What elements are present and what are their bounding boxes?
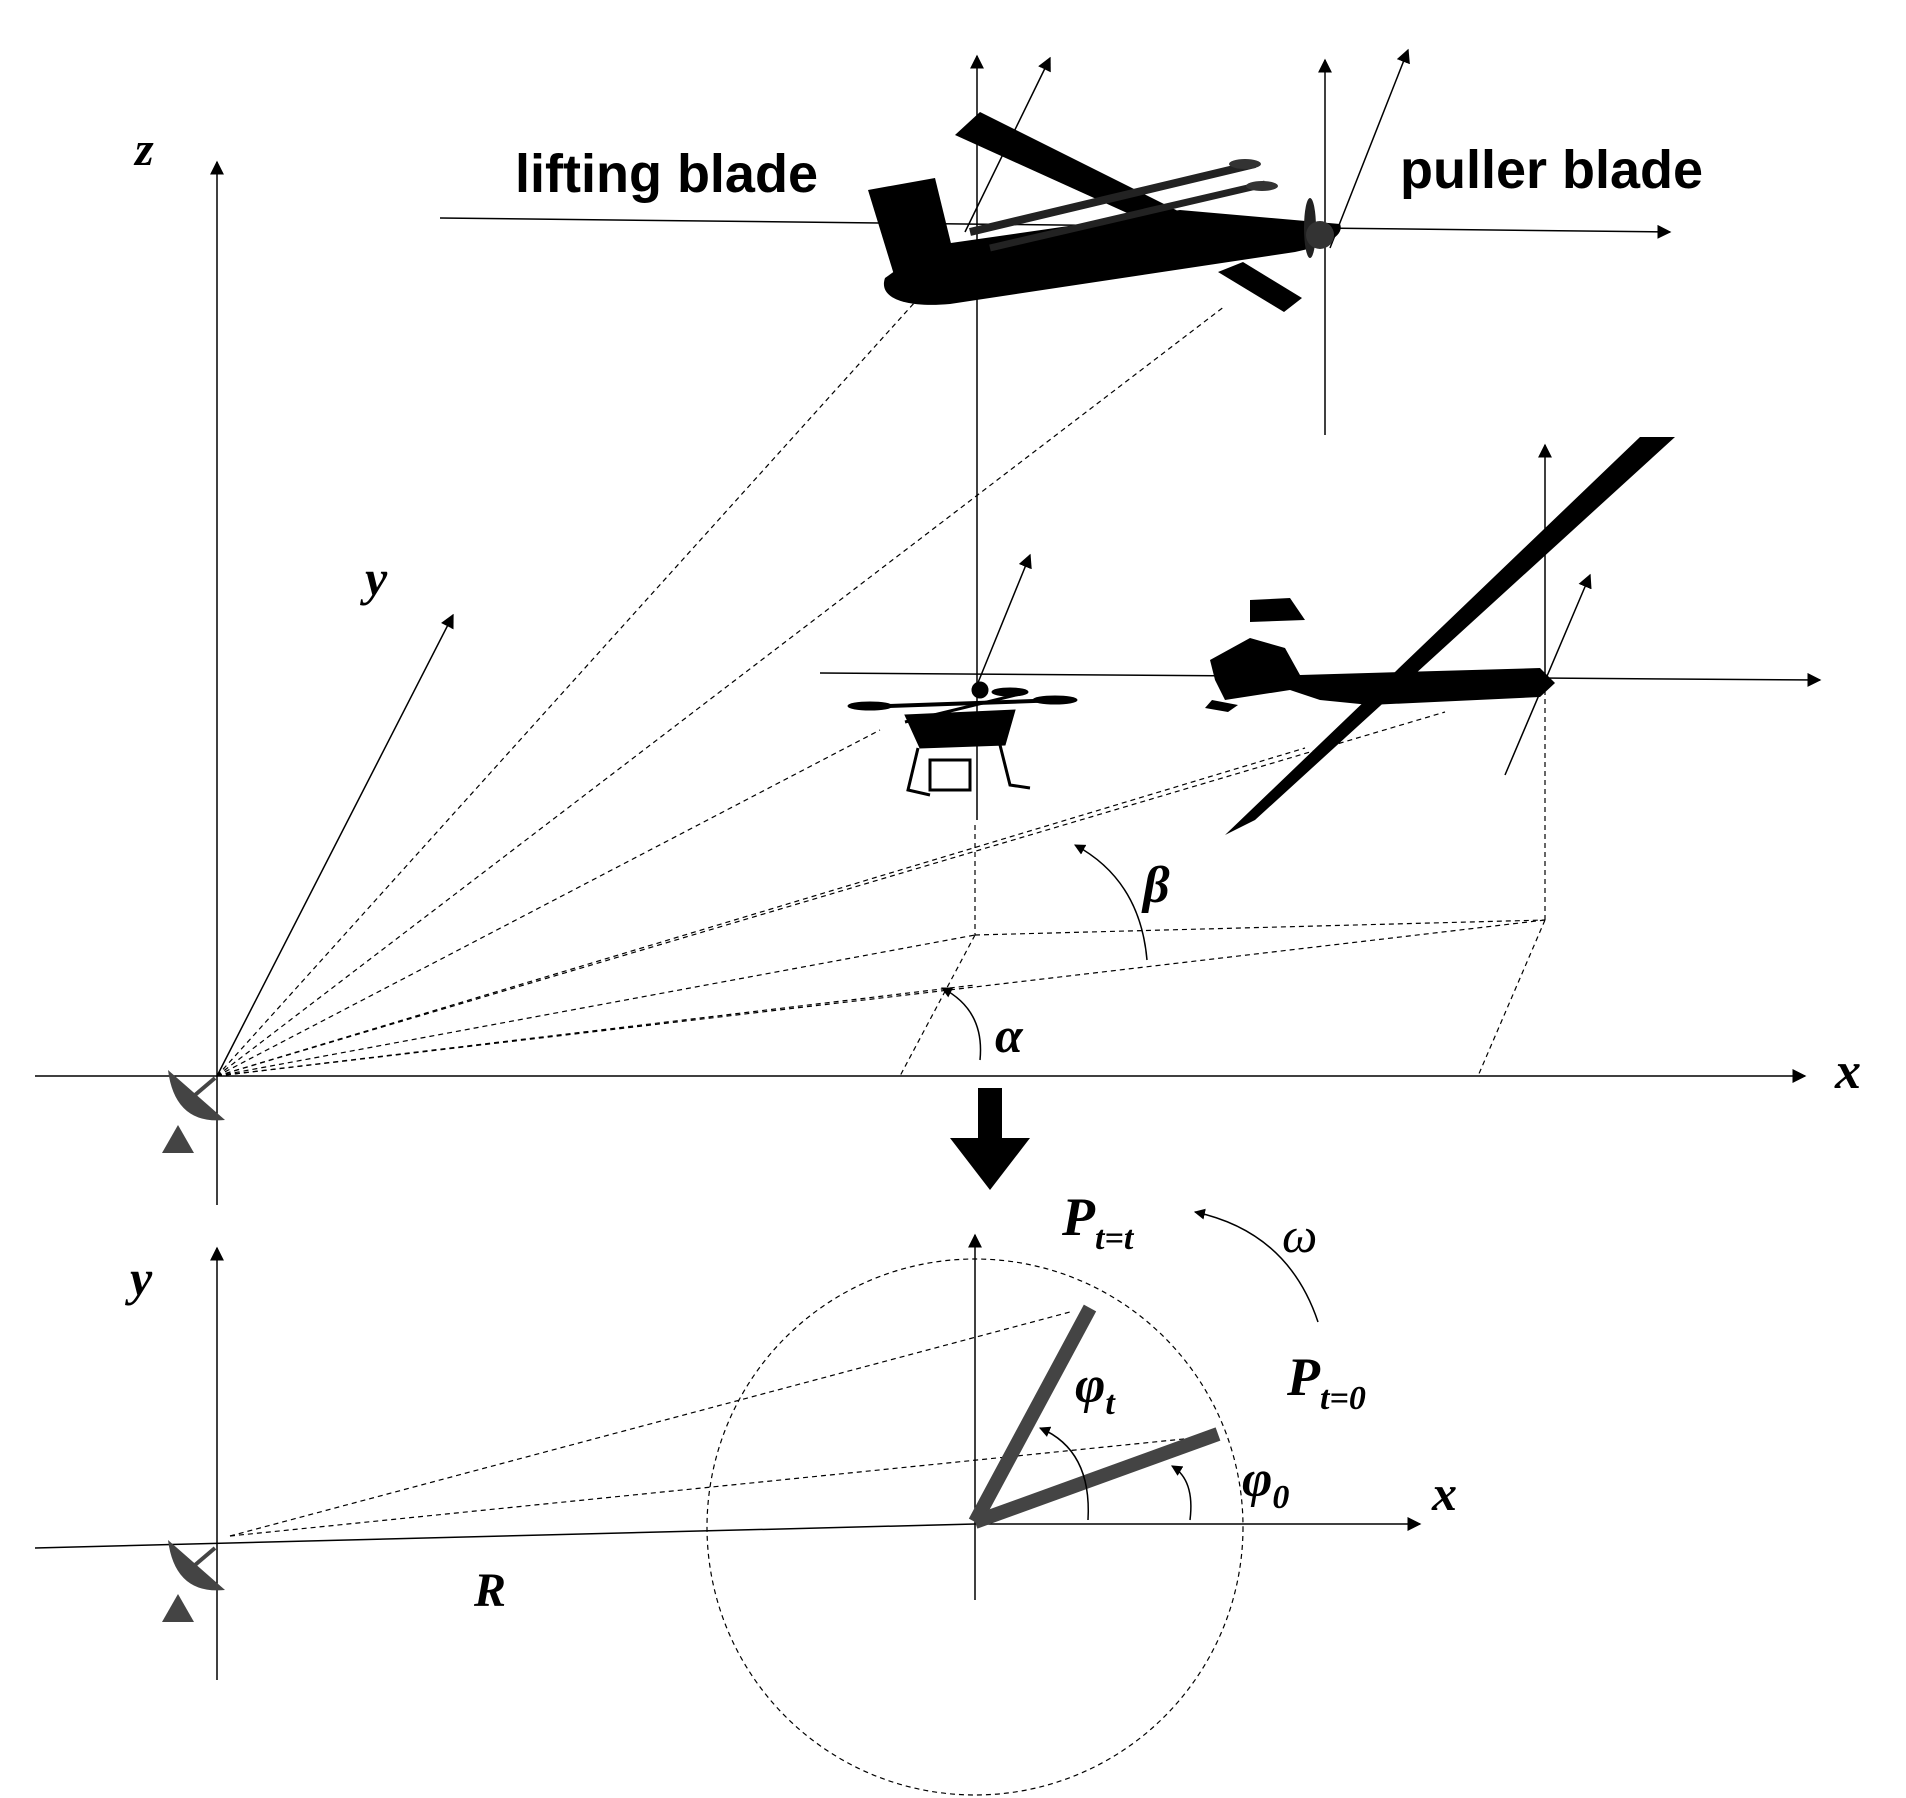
phi-t-arc	[1038, 1426, 1090, 1521]
omega-arc	[1193, 1208, 1319, 1323]
p-tt-label: Pt=t	[1061, 1187, 1135, 1257]
beta-arc	[1074, 844, 1148, 961]
z-axis-label: z	[133, 123, 154, 176]
lifting-blade-label: lifting blade	[515, 144, 818, 204]
quadcopter-drone-icon	[847, 681, 1078, 797]
phi-0-arc	[1171, 1465, 1192, 1521]
bottom-2d-view: y x R φt φ0 ω Pt=t Pt=0	[34, 1187, 1457, 1796]
y-axis-label-bottom: y	[125, 1250, 153, 1306]
radar-dish-icon	[162, 1540, 225, 1622]
fixed-wing-plane-icon	[1205, 437, 1675, 835]
quadcopter-tilt-axis	[974, 553, 1032, 691]
x-axis-label-top: x	[1834, 1043, 1861, 1100]
fixed-wing-vtol-drone-icon	[868, 112, 1341, 312]
p-t0-label: Pt=0	[1286, 1347, 1366, 1417]
phi-t-label: φt	[1075, 1357, 1116, 1422]
radius-label: R	[473, 1564, 506, 1617]
omega-label: ω	[1282, 1207, 1317, 1263]
y-axis-top	[216, 613, 454, 1077]
fixed-wing-tilt-axis	[1504, 573, 1592, 776]
blade-position-0	[972, 1427, 1221, 1529]
x-axis-label-bottom: x	[1431, 1465, 1457, 1521]
blade-position-t	[968, 1304, 1097, 1526]
sight-lines-top	[216, 301, 1546, 1077]
rotation-circle	[706, 1258, 1244, 1796]
y-axis-label-top: y	[360, 550, 388, 606]
sight-lines-bottom	[229, 1311, 1214, 1537]
down-arrow-icon	[950, 1088, 1030, 1190]
top-3d-view: z y x α β	[35, 48, 1861, 1205]
beta-label: β	[1141, 857, 1170, 914]
phi-0-label: φ0	[1242, 1451, 1289, 1516]
puller-blade-label: puller blade	[1400, 140, 1703, 200]
puller-rotor-tilt-axis	[1329, 48, 1410, 249]
alpha-label: α	[995, 1007, 1024, 1063]
x-axis-bottom-left	[34, 1523, 976, 1549]
radar-dish-icon	[162, 1070, 225, 1153]
alpha-arc	[941, 987, 982, 1061]
vtol-horizontal-axis	[439, 217, 1672, 239]
